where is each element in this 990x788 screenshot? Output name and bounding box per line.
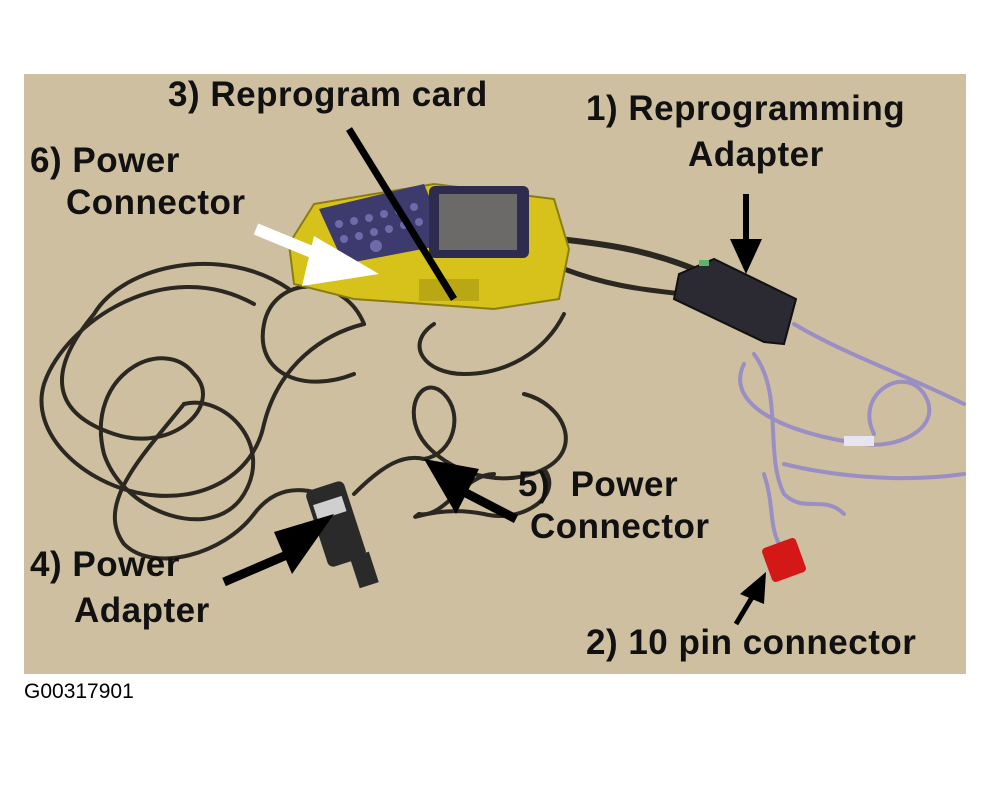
ten-pin-arrow	[740, 572, 766, 604]
label-power-adapter-line1: 4) Power	[30, 545, 180, 584]
label-power-connector-6-line1: 6) Power	[30, 141, 180, 180]
ten-pin-connector	[762, 538, 806, 582]
figure-id: G00317901	[24, 680, 134, 703]
middle-cable-loops	[411, 312, 568, 519]
screen	[439, 194, 517, 250]
label-power-connector-5-line1: 5) Power	[518, 465, 679, 504]
power-adapter	[306, 481, 379, 589]
label-reprogramming-adapter-line1: 1) Reprogramming	[586, 89, 906, 128]
label-power-adapter-line2: Adapter	[74, 591, 210, 630]
power-connector-6-arrow	[302, 236, 379, 286]
power-cable-loops	[39, 261, 426, 561]
label-power-connector-6-line2: Connector	[66, 183, 246, 222]
label-power-connector-5-line2: Connector	[530, 507, 710, 546]
adapter-cable	[558, 236, 696, 272]
label-arrows	[222, 127, 766, 626]
photo-scene	[24, 74, 966, 674]
cable-clip	[844, 436, 874, 446]
lavender-cable	[738, 322, 966, 546]
label-ten-pin-connector: 2) 10 pin connector	[586, 623, 917, 662]
reprogramming-adapter-arrow	[730, 239, 762, 274]
photo-background	[24, 74, 966, 674]
label-reprogramming-adapter-line2: Adapter	[688, 135, 824, 174]
photo-shading	[24, 74, 966, 674]
reprogramming-adapter	[672, 257, 798, 346]
reprogram-card-line	[346, 127, 457, 301]
power-adapter-arrow	[274, 514, 334, 574]
power-connector-5-arrow	[424, 459, 479, 514]
label-reprogram-card: 3) Reprogram card	[168, 75, 488, 114]
